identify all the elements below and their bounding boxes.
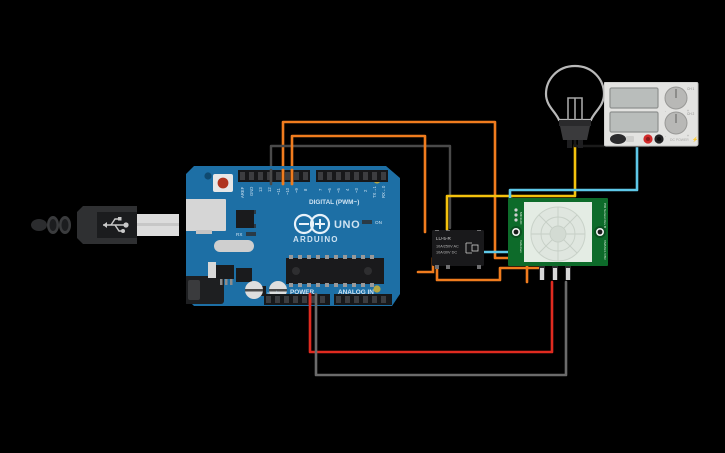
current-knob-label: CH 2: [687, 112, 694, 116]
current-knob-min: -: [665, 134, 666, 138]
led-rx-label: RX: [236, 232, 242, 237]
reset-button[interactable]: [213, 174, 233, 192]
svg-text:13: 13: [258, 187, 263, 192]
current-knob[interactable]: CH 2 - +: [664, 111, 694, 138]
svg-text:2: 2: [363, 189, 368, 192]
svg-text:~11: ~11: [276, 188, 281, 195]
svg-text:~3: ~3: [354, 188, 359, 193]
relay-rating-1: 10A/250V AC: [436, 245, 459, 249]
wire-pin12-to-pir-out[interactable]: [290, 134, 427, 234]
svg-text:7: 7: [318, 188, 323, 191]
svg-text:GND: GND: [249, 187, 254, 196]
pir-label-left-bottom: Velleman: [519, 240, 523, 253]
bulb-prong-2: [578, 140, 583, 148]
voltage-regulator: [216, 265, 234, 285]
svg-text:12: 12: [267, 187, 272, 192]
usb-port: [186, 199, 226, 231]
digital-left-pin-labels: AREF GND 13 12 ~11 ~10 ~9 8: [240, 186, 308, 198]
svg-text:RX←0: RX←0: [381, 185, 386, 198]
wire-relay-yellow[interactable]: [445, 143, 577, 234]
bulb-prong-1: [567, 140, 572, 148]
relay-schematic-symbol: [465, 242, 479, 254]
relay-body: [432, 230, 484, 266]
led-on-label: ON: [375, 220, 382, 225]
relay-module[interactable]: LU-5-R 10A/250V AC 10A/30V DC: [432, 230, 488, 270]
power-barrel-jack[interactable]: [186, 276, 224, 304]
capacitor: [208, 262, 216, 278]
pir-label-right: PIR Sensor Rev B: [603, 203, 607, 228]
arduino-infinity-logo: [293, 213, 331, 235]
led-on: [362, 220, 372, 224]
svg-text:~10: ~10: [285, 187, 290, 195]
light-bulb[interactable]: [538, 62, 612, 148]
pir-pin-headers[interactable]: [539, 266, 571, 280]
digital-header-label: DIGITAL (PWM~): [309, 199, 359, 206]
digital-right-pin-labels: 7 ~6 ~5 4 ~3 2 TX→1 RX←0: [318, 185, 386, 198]
svg-text:~9: ~9: [294, 188, 299, 193]
relay-rating-2: 10A/30V DC: [436, 251, 457, 255]
mount-hole: [373, 285, 381, 293]
wire-relay-no-to-supply[interactable]: [478, 144, 639, 254]
supply-brand: DC POWER: [670, 138, 689, 142]
usb-controller-chip: [236, 210, 254, 228]
current-knob-max: +: [687, 134, 689, 138]
fresnel-segments: [531, 207, 585, 261]
svg-text:TX→1: TX→1: [372, 185, 377, 198]
voltage-knob[interactable]: CH 1 - +: [664, 86, 694, 113]
analog-header-label: ANALOG IN: [338, 289, 374, 296]
power-header-label: POWER: [290, 289, 315, 296]
pir-label-right-bottom: VMA314 / PIR: [603, 240, 607, 260]
wire-relay-to-pir-out[interactable]: [435, 262, 542, 282]
voltage-display: [609, 87, 659, 109]
bulb-filament: [567, 97, 583, 120]
power-header[interactable]: [264, 294, 330, 305]
usb-icon: [103, 217, 129, 233]
usb-cable[interactable]: [25, 196, 195, 254]
small-chip: [236, 268, 252, 282]
lightning-icon: ⚡: [692, 136, 698, 143]
current-display: [609, 111, 659, 133]
svg-text:~5: ~5: [336, 188, 341, 193]
wire-gnd-to-relay[interactable]: [269, 144, 452, 230]
atmega328p-chip: [286, 255, 384, 287]
wire-gnd-to-pir-gnd[interactable]: [314, 280, 568, 377]
arduino-uno-board[interactable]: AREF GND 13 12 ~11 ~10 ~9 8 7 ~6 ~5 4 ~3…: [186, 166, 401, 316]
relay-pins: [435, 230, 481, 269]
brand-text: ARDUINO: [293, 235, 339, 244]
voltage-knob-min: -: [665, 109, 666, 113]
model-text: UNO: [334, 219, 360, 231]
crystal-oscillator: [214, 240, 254, 252]
voltage-knob-label: CH 1: [687, 87, 694, 91]
pir-label-left-top: MIC1100: [519, 212, 523, 225]
power-button[interactable]: [610, 134, 634, 144]
relay-title: LU-5-R: [436, 236, 451, 241]
pir-jumper-pads: [514, 208, 518, 222]
mount-hole: [204, 172, 212, 180]
bulb-base: [560, 126, 590, 140]
svg-text:8: 8: [303, 188, 308, 191]
svg-text:AREF: AREF: [240, 186, 245, 198]
svg-text:~6: ~6: [327, 188, 332, 193]
svg-text:4: 4: [345, 188, 350, 191]
analog-header[interactable]: [334, 294, 392, 305]
wire-5v-to-pir-vcc[interactable]: [308, 280, 554, 354]
usb-cable-tip: [31, 219, 47, 231]
voltage-knob-max: +: [687, 109, 689, 113]
pir-motion-sensor[interactable]: MIC1100 Velleman PIR Sensor Rev B VMA314…: [508, 198, 612, 286]
dc-power-supply[interactable]: CH 1 - + CH 2 - + DC POWER ⚡: [604, 82, 700, 148]
digital-header-right[interactable]: [316, 170, 388, 182]
bulb-collar: [559, 120, 591, 126]
